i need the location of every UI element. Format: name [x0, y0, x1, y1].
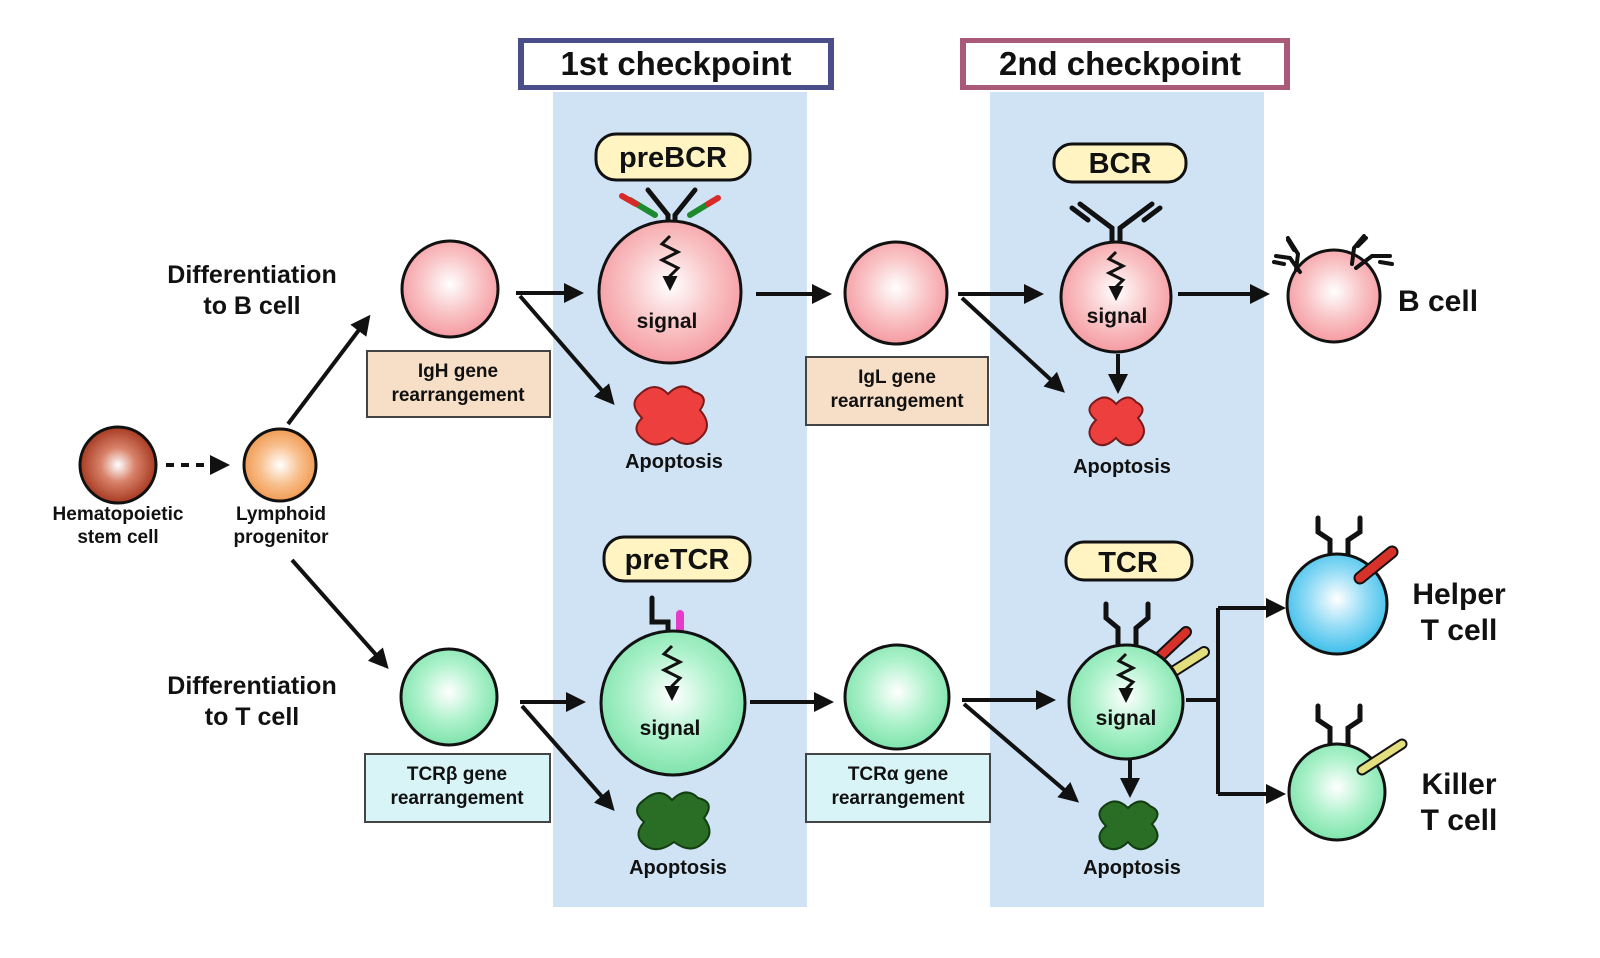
prebcr-signal-label: signal [637, 310, 698, 333]
helper-receptor-icon [1315, 515, 1363, 563]
t-pre2-cell [843, 643, 951, 751]
mature-b-receptor-icons [1272, 234, 1394, 274]
pretcr-signal-arrow [660, 644, 684, 701]
apoptosis-b2-label: Apoptosis [1073, 456, 1171, 478]
apoptosis-b1-label: Apoptosis [625, 451, 723, 473]
t-immature-cell [1067, 643, 1185, 761]
svg-text:preBCR: preBCR [619, 142, 727, 174]
svg-text:BCR: BCR [1089, 148, 1152, 180]
checkpoint2-title: 2nd checkpoint [960, 38, 1290, 90]
progenitor-to-b-arrow [286, 314, 371, 426]
bcr-tag: BCR [1052, 142, 1188, 184]
apoptosis-t1-icon [636, 791, 711, 851]
killer-receptor-icon [1315, 703, 1363, 751]
pretcr-signal-label: signal [640, 717, 701, 740]
pretcr-tag: preTCR [602, 535, 752, 583]
b-pro-to-apoptosis-arrow [518, 294, 615, 406]
t-pro-cell [399, 647, 499, 747]
b-pro-cell [400, 239, 500, 339]
tcr-receptor-icon [1103, 601, 1151, 655]
t-pre2-to-apoptosis-arrow [962, 702, 1080, 803]
hematopoietic-stem-cell [78, 425, 158, 505]
tcr-branch-connector [1186, 608, 1220, 794]
checkpoint1-label: 1st checkpoint [560, 45, 791, 82]
t-pre-cell [599, 629, 747, 777]
lymphoid-progenitor [242, 427, 318, 503]
tcr-tag: TCR [1064, 540, 1194, 582]
t-pro-to-apoptosis-arrow [520, 704, 615, 811]
checkpoint2-band [990, 92, 1264, 907]
b-cell-label: B cell [1398, 285, 1478, 318]
mature-b-cell [1286, 248, 1382, 344]
checkpoint2-label: 2nd checkpoint [999, 45, 1241, 82]
apoptosis-t2-icon [1098, 800, 1159, 851]
tcr-signal-label: signal [1096, 707, 1157, 730]
helper-cd4-icon [1353, 545, 1399, 585]
tcr-signal-arrow [1115, 652, 1137, 703]
bcr-signal-label: signal [1087, 305, 1148, 328]
bcr-signal-arrow [1105, 250, 1127, 301]
apoptosis-b1-icon [633, 385, 708, 446]
progenitor-to-t-arrow [290, 558, 389, 669]
checkpoint1-title: 1st checkpoint [518, 38, 834, 90]
b-pre-cell [597, 219, 743, 365]
prebcr-tag: preBCR [594, 132, 752, 182]
apoptosis-t2-label: Apoptosis [1083, 857, 1181, 879]
apoptosis-b2-icon [1088, 396, 1145, 447]
apoptosis-t1-label: Apoptosis [629, 857, 727, 879]
b-pre2-cell [843, 240, 949, 346]
b-pre2-to-apoptosis-arrow [960, 296, 1065, 393]
killer-cd8-icon [1356, 738, 1408, 776]
prebcr-signal-arrow [658, 234, 682, 291]
svg-text:preTCR: preTCR [625, 544, 730, 576]
svg-text:TCR: TCR [1098, 547, 1158, 579]
